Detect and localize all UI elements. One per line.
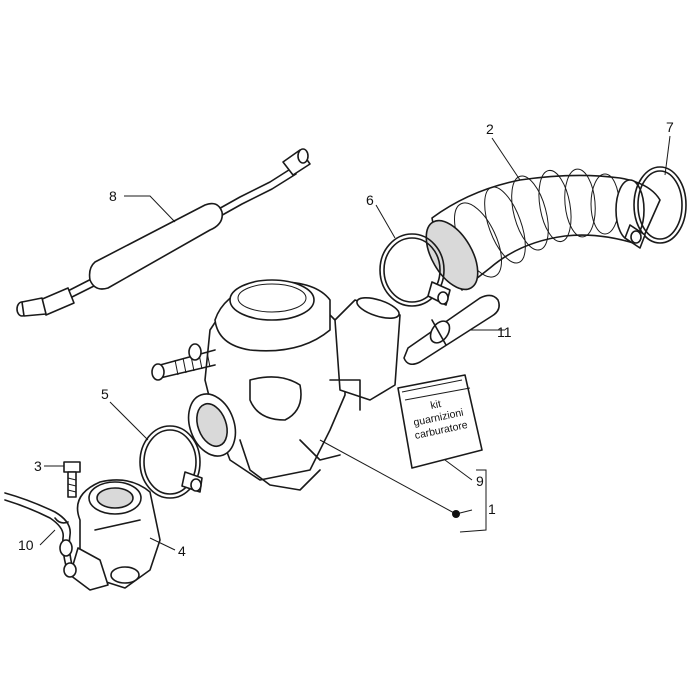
leader-dot-part-1	[452, 510, 460, 518]
intake-hose-part-2	[425, 168, 661, 291]
callout-10: 10	[18, 537, 34, 553]
intake-manifold-part-4	[69, 479, 161, 591]
kit-label-line1: kit	[429, 398, 442, 412]
gasket-kit-bag-part-9: kit guarnizioni carburatore	[397, 374, 483, 469]
callout-5: 5	[101, 386, 109, 402]
carburetor-part-1	[151, 279, 401, 491]
callout-2: 2	[486, 121, 494, 137]
callout-labels: 2 7 6 8 5 3 4 10 11 9 1	[18, 119, 674, 559]
callout-1: 1	[488, 501, 496, 517]
callout-6: 6	[366, 192, 374, 208]
callout-3: 3	[34, 458, 42, 474]
vacuum-hose-part-10	[4, 492, 77, 578]
callout-4: 4	[178, 543, 186, 559]
hose-clamp-part-7	[624, 166, 687, 249]
callout-9: 9	[476, 473, 484, 489]
hose-clamp-part-5	[139, 425, 203, 499]
callout-8: 8	[109, 188, 117, 204]
leader-lines	[39, 135, 671, 551]
throttle-cable-part-8	[16, 148, 311, 317]
bolt-part-3	[63, 461, 81, 498]
vent-tube-part-11	[403, 294, 500, 366]
callout-11: 11	[497, 324, 512, 340]
hose-clamp-part-6	[379, 233, 451, 307]
callout-7: 7	[666, 119, 674, 135]
